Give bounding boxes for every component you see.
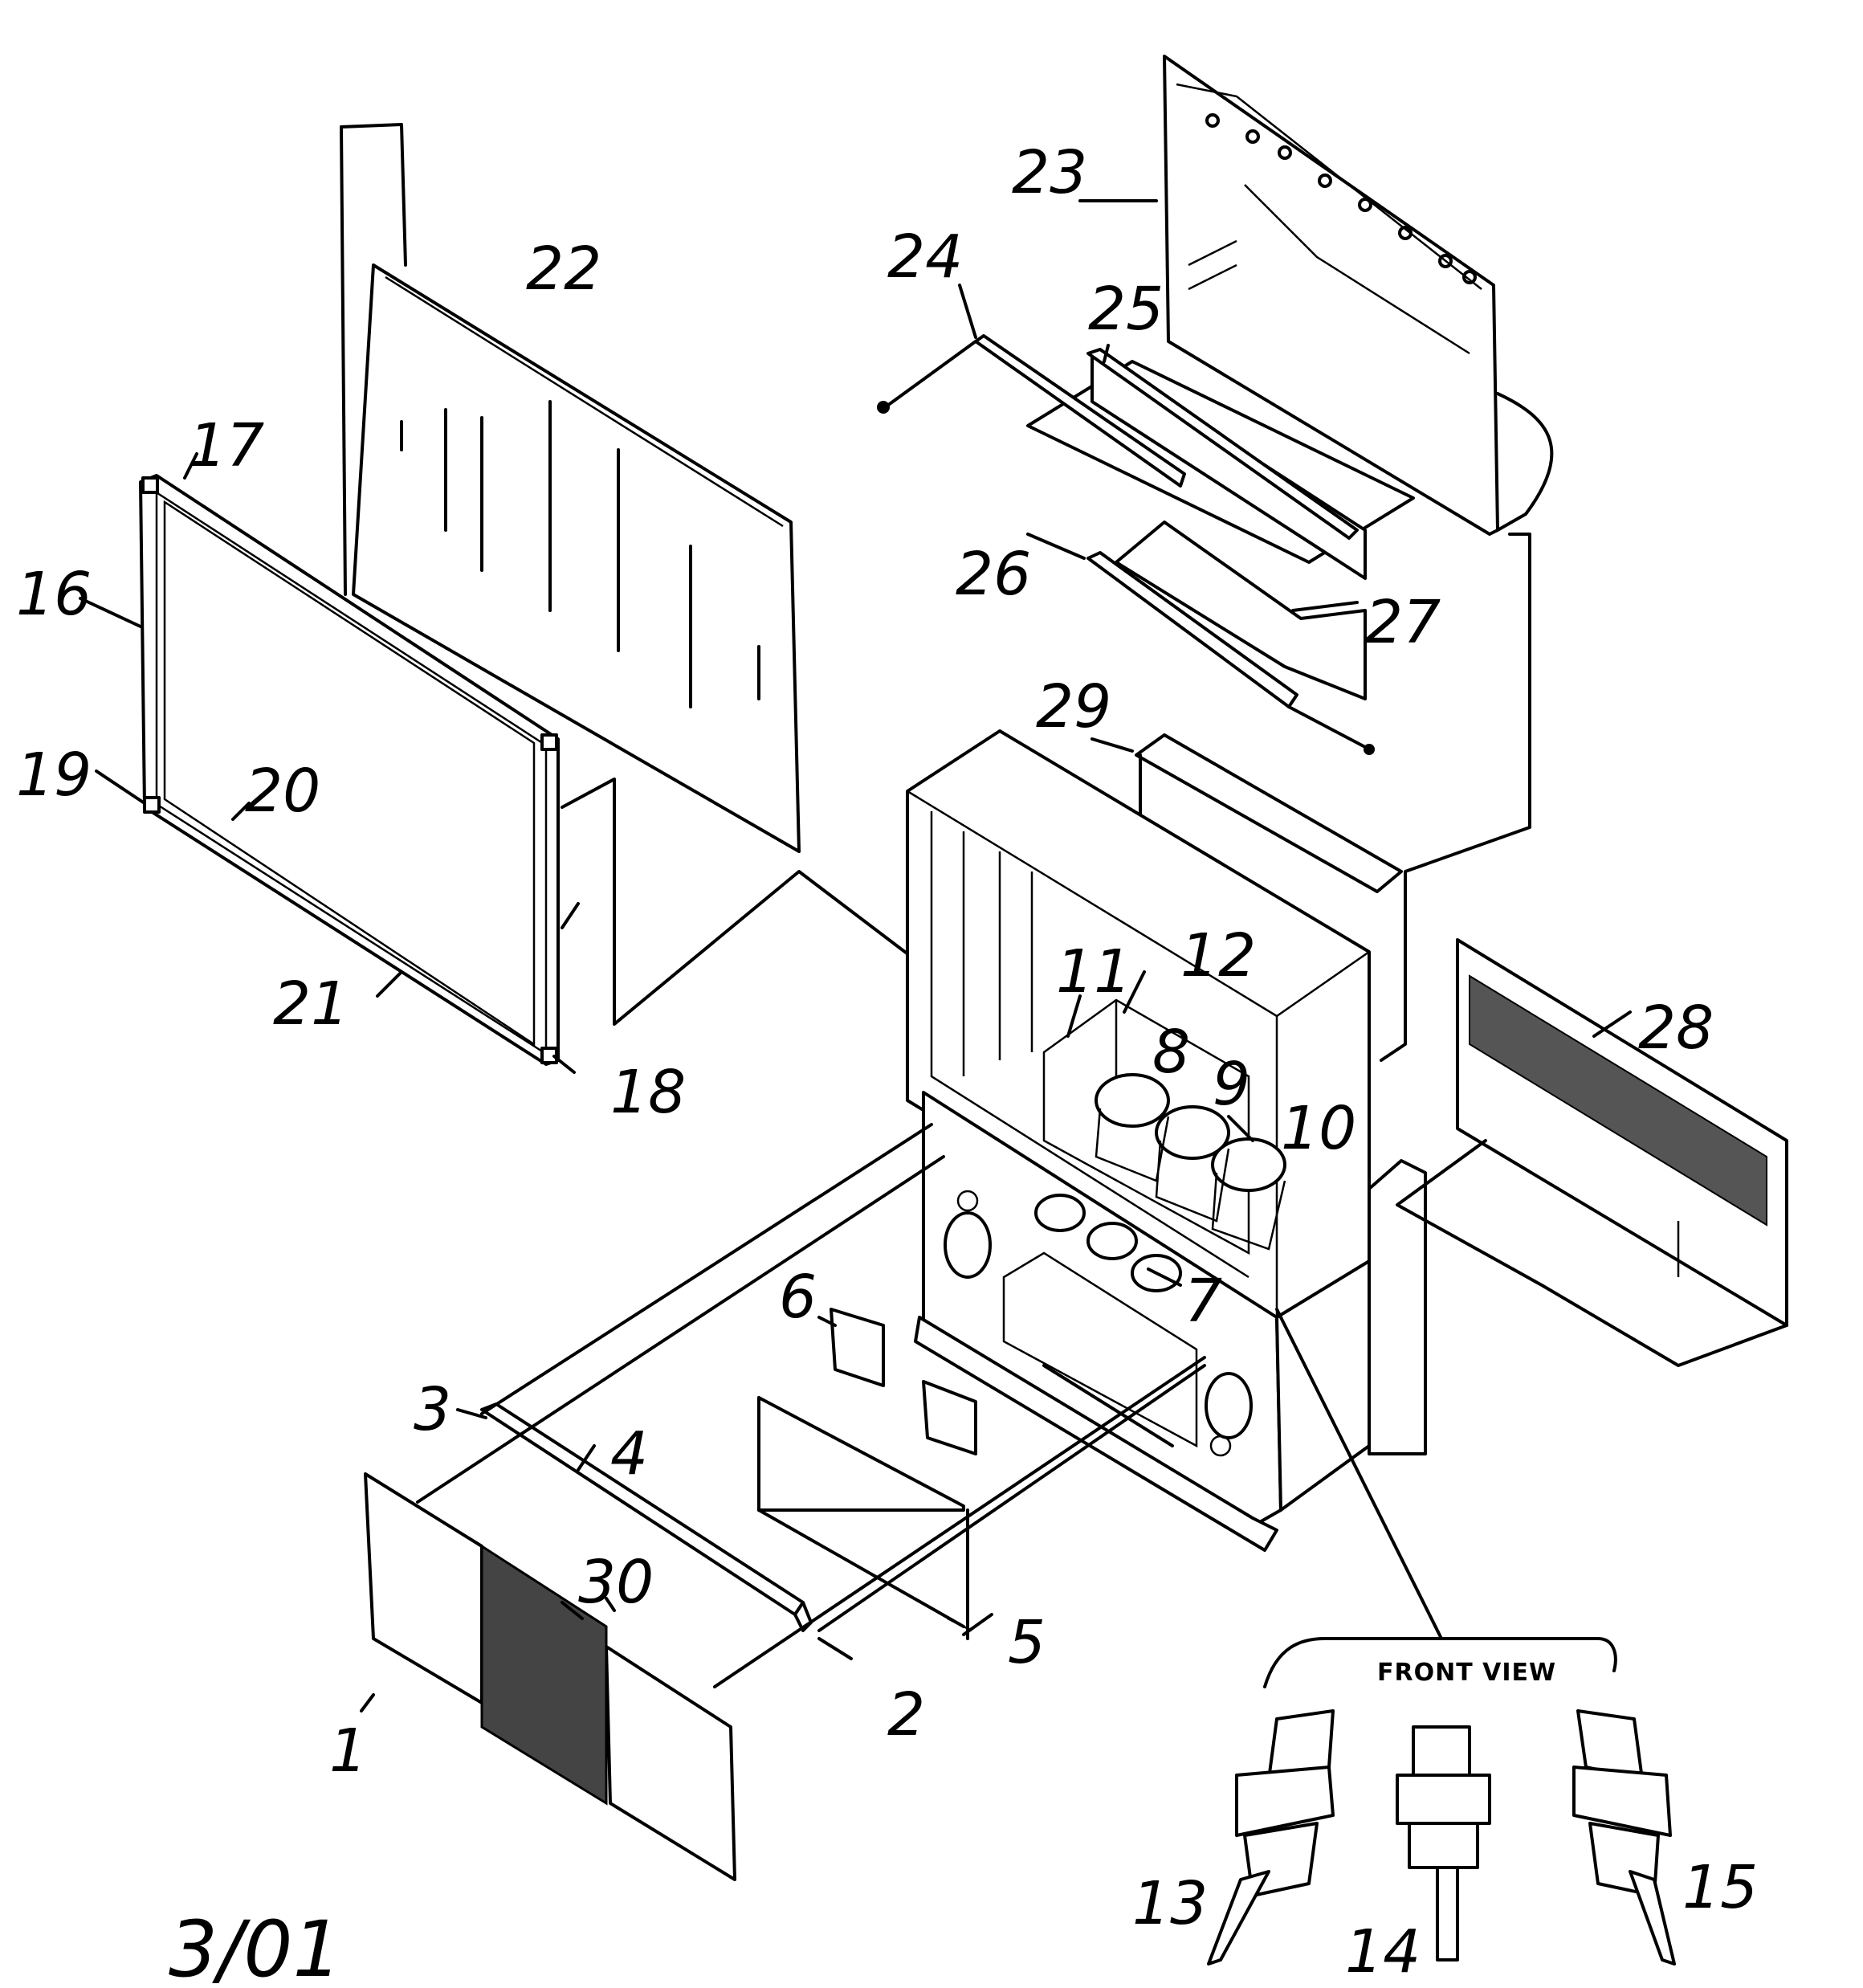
front-view-label: FRONT VIEW [1377,1659,1556,1687]
callout-30: 30 [578,1548,654,1617]
callout-22: 22 [526,235,601,304]
callout-6: 6 [779,1263,817,1332]
callout-17: 17 [189,411,264,480]
part-29-cover [1135,733,1403,893]
callout-28: 28 [1638,994,1714,1063]
part-23-back-cover [1163,55,1554,536]
back-post [340,123,407,596]
callout-15: 15 [1682,1853,1758,1922]
callout-20: 20 [245,757,320,826]
part-26-rail [1086,551,1375,755]
part-7-plate [922,1380,977,1455]
callout-11: 11 [1056,937,1131,1006]
callout-25: 25 [1088,275,1164,344]
callout-23: 23 [1012,138,1087,207]
callout-13: 13 [1132,1869,1208,1938]
callout-1: 1 [329,1717,367,1786]
callout-3: 3 [414,1375,451,1444]
back-connector-line [1380,533,1531,1062]
callout-16: 16 [16,560,92,629]
callout-8: 8 [1152,1018,1190,1087]
part-22-panel [352,263,801,853]
part-6-plate [830,1308,885,1387]
callout-14: 14 [1345,1917,1421,1986]
date-code: 3/01 [169,1904,342,1988]
callout-4: 4 [610,1419,648,1488]
callout-21: 21 [273,970,349,1039]
callout-5: 5 [1008,1608,1046,1677]
front-view-inset [1207,1308,1676,1966]
leader-lines [79,199,1632,1712]
callout-9: 9 [1213,1050,1250,1119]
part-2-part-5-links [713,1356,1206,1688]
screen-mount-bracket [561,778,917,1026]
lens-unit-14 [1396,1725,1491,1961]
cabinet-lower [914,1091,1427,1552]
callout-26: 26 [956,540,1031,609]
part-5-bottom-panel [757,1396,972,1640]
part-24-rail [877,334,1359,540]
callout-19: 19 [16,741,92,810]
callout-12: 12 [1180,921,1256,990]
lens-unit-15 [1572,1709,1676,1966]
callout-7: 7 [1184,1267,1222,1336]
part-1-front-panel [364,1472,736,1881]
callout-24: 24 [887,222,963,292]
callout-10: 10 [1281,1094,1356,1163]
callout-18: 18 [610,1058,686,1127]
part-16-screen-frame [139,474,560,1066]
callout-29: 29 [1036,672,1111,741]
lens-unit-13 [1207,1709,1335,1966]
callout-2: 2 [887,1680,925,1749]
part-3-4-rail [416,1123,945,1632]
part-28-grille-panel [1396,938,1788,1367]
callout-27: 27 [1365,588,1441,657]
